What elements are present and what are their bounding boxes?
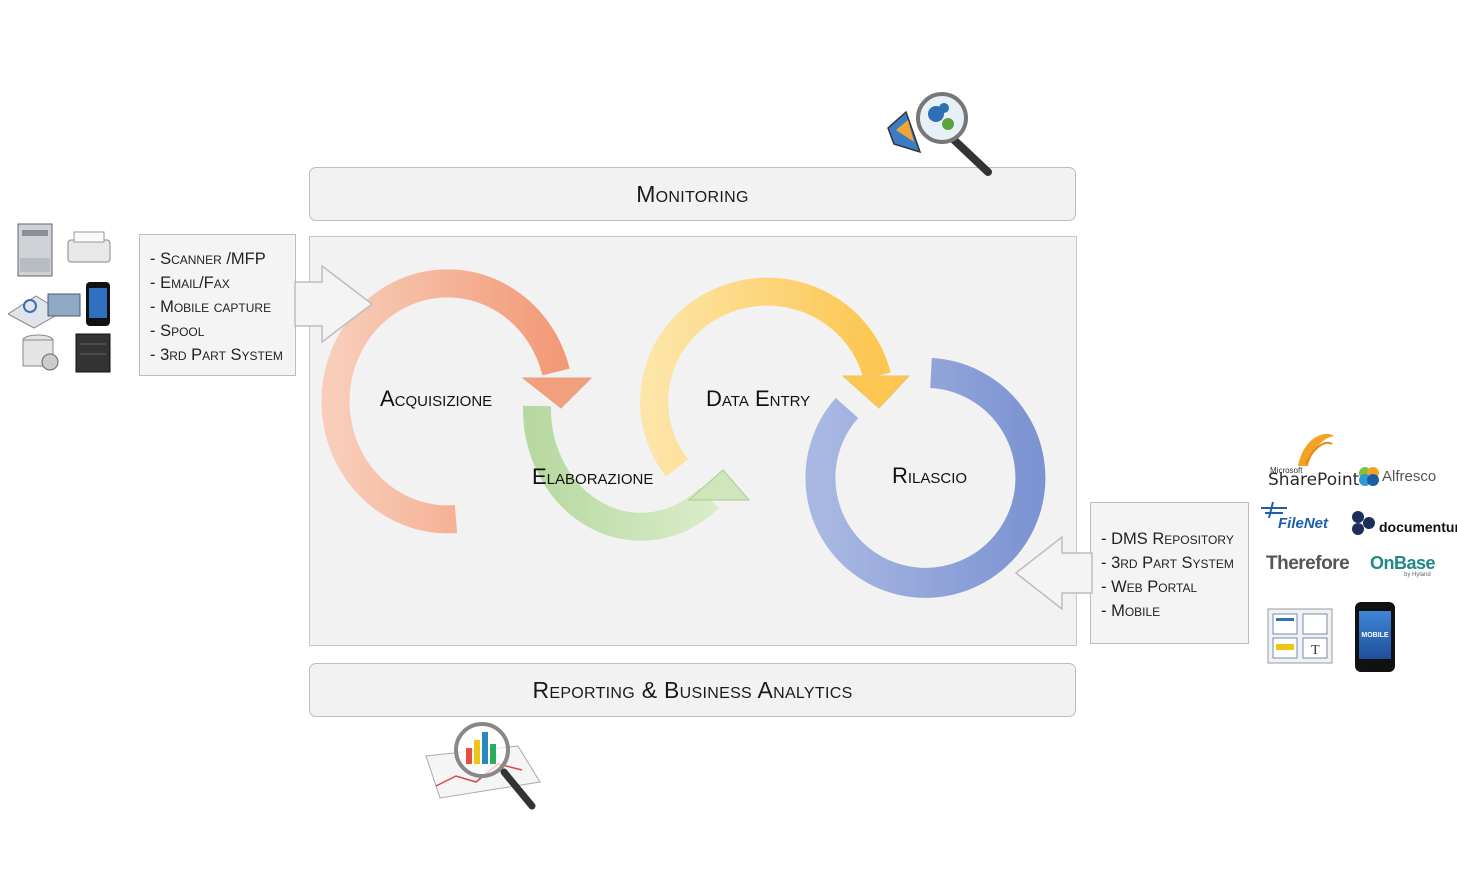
input-item: - Spool [150,322,205,340]
input-item: - Scanner /MFP [150,250,266,268]
analytics-magnifier-icon [425,722,541,810]
rilascio-arrow [805,358,1046,598]
mobile-device-icon: MOBILE [1355,602,1395,672]
stage-elaborazione: Elaborazione [532,464,654,489]
input-item: - Mobile capture [150,298,272,316]
output-arrow [1014,535,1093,611]
acquisizione-arrow [321,269,570,534]
stage-data-entry: Data Entry [706,386,811,411]
reporting-bar: Reporting & Business Analytics [309,663,1076,717]
data-entry-arrow [640,277,891,477]
sharepoint-swirl-icon [1298,433,1334,466]
input-arrow [294,264,374,344]
output-targets-box: - DMS Repository - 3rd Part System - Web… [1090,502,1249,644]
monitoring-magnifier-icon [887,92,992,176]
process-cycle-diagram [321,269,1046,598]
documentum-mark-icon [1352,511,1375,535]
server-icon [75,333,111,373]
alfresco-logo: Alfresco [1382,468,1437,485]
filenet-logo: FileNet [1278,515,1329,532]
web-portal-icon: T [1267,608,1333,664]
input-item: - 3rd Part System [150,346,283,364]
input-devices-icons [8,223,111,373]
elaborazione-arrowhead [687,469,751,501]
stage-acquisizione: Acquisizione [380,386,493,411]
reporting-label: Reporting & Business Analytics [532,676,853,703]
elaborazione-arrow [522,405,719,541]
output-item: - DMS Repository [1101,530,1234,548]
sharepoint-logo-small: Microsoft [1270,466,1303,475]
monitoring-bar: Monitoring [309,167,1076,221]
input-item: - Email/Fax [150,274,230,292]
input-sources-box: - Scanner /MFP - Email/Fax - Mobile capt… [139,234,296,376]
mobile-phone-icon [86,282,110,326]
onbase-subtitle: by Hyland [1404,572,1431,578]
mobile-badge-label: MOBILE [1361,631,1389,639]
filenet-mark-icon [1261,501,1287,518]
output-item: - Web Portal [1101,578,1198,596]
documentum-logo: documentum [1379,519,1457,535]
sharepoint-logo: SharePoint [1268,470,1360,490]
data-entry-arrowhead [841,375,911,409]
alfresco-flower-icon [1359,467,1379,486]
database-icon [22,334,59,371]
onbase-logo: OnBase [1370,553,1436,573]
output-item: - Mobile [1101,602,1161,620]
stage-rilascio: Rilascio [892,463,968,488]
printer-icon [67,231,111,263]
mfp-printer-icon [17,223,53,277]
output-item: - 3rd Part System [1101,554,1234,572]
email-fax-icon [8,293,81,329]
monitoring-label: Monitoring [636,180,749,207]
svg-text:T: T [1311,643,1320,658]
acquisizione-arrowhead [521,377,593,409]
therefore-logo: Therefore [1266,553,1350,574]
